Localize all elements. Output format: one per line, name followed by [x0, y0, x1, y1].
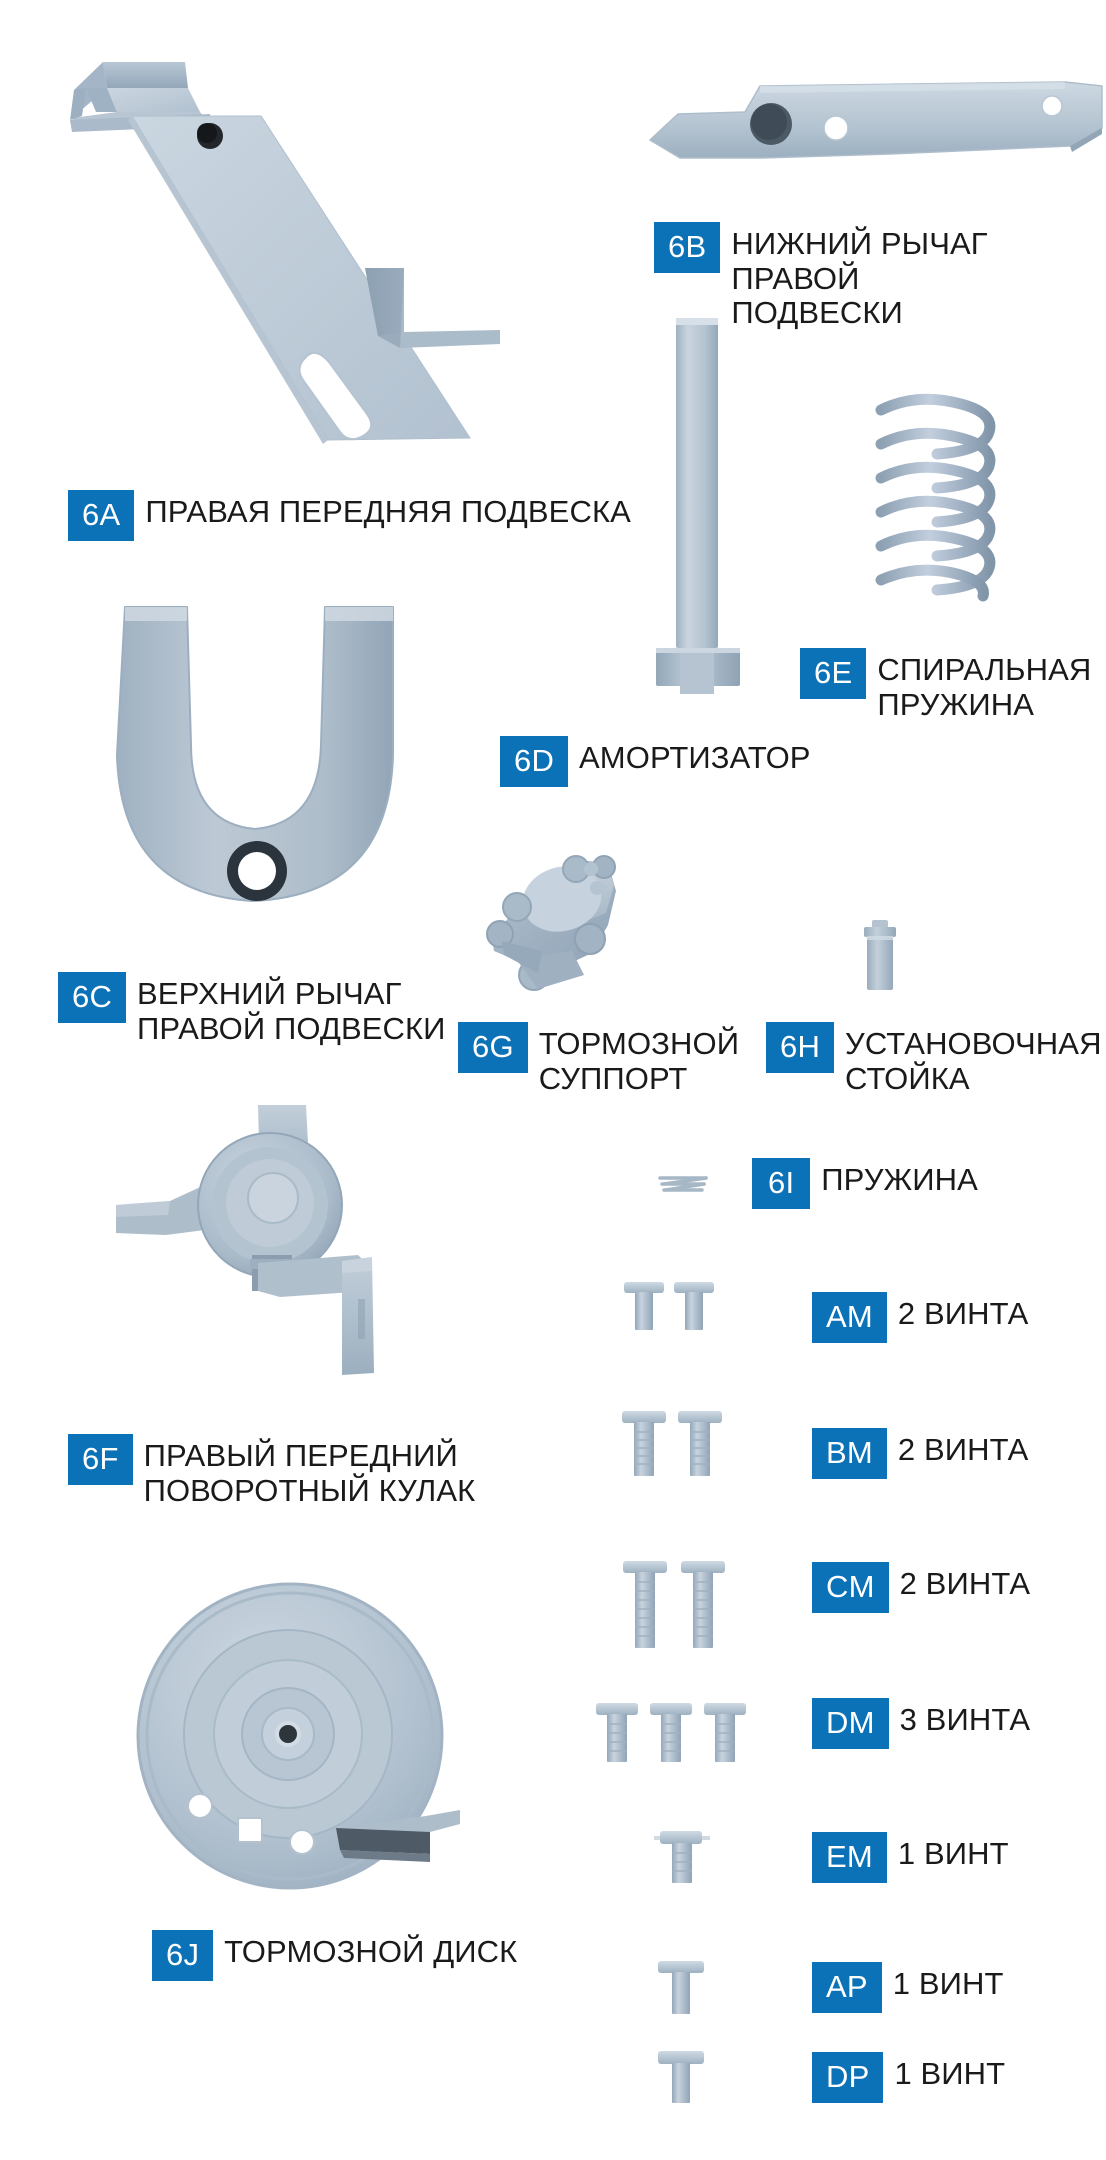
callout-6h[interactable]: 6H УСТАНОВОЧНАЯ СТОЙКА [766, 1022, 1102, 1096]
part-art-mounting-post [858, 918, 902, 996]
fastener-art-dp-screw [654, 2048, 708, 2106]
fastener-art-ap-screw [654, 1958, 708, 2016]
callout-em[interactable]: EM 1 ВИНТ [812, 1832, 1009, 1883]
part-label-6g: ТОРМОЗНОЙ СУППОРТ [538, 1026, 740, 1096]
callout-6b[interactable]: 6B НИЖНИЙ РЫЧАГ ПРАВОЙ ПОДВЕСКИ [654, 222, 1106, 331]
part-tag-6d: 6D [500, 736, 569, 787]
callout-6j[interactable]: 6J ТОРМОЗНОЙ ДИСК [152, 1930, 517, 1981]
part-label-6f: ПРАВЫЙ ПЕРЕДНИЙ ПОВОРОТНЫЙ КУЛАК [143, 1438, 476, 1508]
part-tag-6c: 6C [58, 972, 127, 1023]
fastener-tag-dp: DP [812, 2052, 884, 2103]
callout-6d[interactable]: 6D АМОРТИЗАТОР [500, 736, 811, 787]
callout-dp[interactable]: DP 1 ВИНТ [812, 2052, 1005, 2103]
fastener-tag-dm: DM [812, 1698, 889, 1749]
callout-6f[interactable]: 6F ПРАВЫЙ ПЕРЕДНИЙ ПОВОРОТНЫЙ КУЛАК [68, 1434, 475, 1508]
part-tag-6e: 6E [800, 648, 867, 699]
callout-6g[interactable]: 6G ТОРМОЗНОЙ СУППОРТ [458, 1022, 739, 1096]
fastener-label-am: 2 ВИНТА [897, 1296, 1029, 1331]
part-art-flat-spring [656, 1170, 710, 1198]
part-tag-6h: 6H [766, 1022, 835, 1073]
part-art-brake-disc [130, 1578, 470, 1908]
part-tag-6b: 6B [654, 222, 721, 273]
part-tag-6a: 6A [68, 490, 135, 541]
part-art-brake-caliper [480, 855, 710, 1000]
callout-6a[interactable]: 6A ПРАВАЯ ПЕРЕДНЯЯ ПОДВЕСКА [68, 490, 631, 541]
callout-6c[interactable]: 6C ВЕРХНИЙ РЫЧАГ ПРАВОЙ ПОДВЕСКИ [58, 972, 446, 1046]
part-art-right-front-suspension-bracket [60, 40, 530, 470]
callout-bm[interactable]: BM 2 ВИНТА [812, 1428, 1028, 1479]
part-tag-6j: 6J [152, 1930, 214, 1981]
fastener-art-cm-screws [620, 1558, 738, 1658]
fastener-label-em: 1 ВИНТ [897, 1836, 1009, 1871]
fastener-tag-bm: BM [812, 1428, 887, 1479]
fastener-label-cm: 2 ВИНТА [899, 1566, 1031, 1601]
fastener-art-dm-screws [594, 1700, 764, 1772]
fastener-tag-em: EM [812, 1832, 887, 1883]
fastener-label-dm: 3 ВИНТА [899, 1702, 1031, 1737]
part-art-steering-knuckle [110, 1105, 430, 1415]
part-label-6c: ВЕРХНИЙ РЫЧАГ ПРАВОЙ ПОДВЕСКИ [137, 976, 446, 1046]
part-label-6a: ПРАВАЯ ПЕРЕДНЯЯ ПОДВЕСКА [145, 494, 631, 529]
part-label-6h: УСТАНОВОЧНАЯ СТОЙКА [845, 1026, 1102, 1096]
callout-6e[interactable]: 6E СПИРАЛЬНАЯ ПРУЖИНА [800, 648, 1091, 722]
callout-6i[interactable]: 6I ПРУЖИНА [752, 1158, 978, 1209]
part-art-lower-control-arm [640, 62, 1106, 182]
fastener-tag-cm: CM [812, 1562, 889, 1613]
fastener-label-ap: 1 ВИНТ [892, 1966, 1004, 2001]
part-art-shock-absorber-rod [650, 310, 760, 700]
part-label-6j: ТОРМОЗНОЙ ДИСК [224, 1934, 518, 1969]
fastener-art-bm-screws [618, 1408, 736, 1488]
part-tag-6i: 6I [752, 1158, 811, 1209]
fastener-art-am-screws [620, 1278, 730, 1340]
callout-ap[interactable]: AP 1 ВИНТ [812, 1962, 1004, 2013]
fastener-label-dp: 1 ВИНТ [894, 2056, 1006, 2091]
callout-dm[interactable]: DM 3 ВИНТА [812, 1698, 1030, 1749]
callout-cm[interactable]: CM 2 ВИНТА [812, 1562, 1030, 1613]
fastener-tag-am: AM [812, 1292, 887, 1343]
part-label-6b: НИЖНИЙ РЫЧАГ ПРАВОЙ ПОДВЕСКИ [731, 226, 988, 331]
part-label-6e: СПИРАЛЬНАЯ ПРУЖИНА [877, 652, 1092, 722]
part-tag-6g: 6G [458, 1022, 528, 1073]
part-art-coil-spring [865, 388, 1005, 623]
part-label-6i: ПРУЖИНА [821, 1162, 978, 1197]
callout-am[interactable]: AM 2 ВИНТА [812, 1292, 1028, 1343]
fastener-art-em-screw [652, 1828, 712, 1888]
part-art-upper-control-arm-fork [105, 595, 445, 950]
part-label-6d: АМОРТИЗАТОР [579, 740, 811, 775]
fastener-label-bm: 2 ВИНТА [897, 1432, 1029, 1467]
part-tag-6f: 6F [68, 1434, 133, 1485]
fastener-tag-ap: AP [812, 1962, 882, 2013]
